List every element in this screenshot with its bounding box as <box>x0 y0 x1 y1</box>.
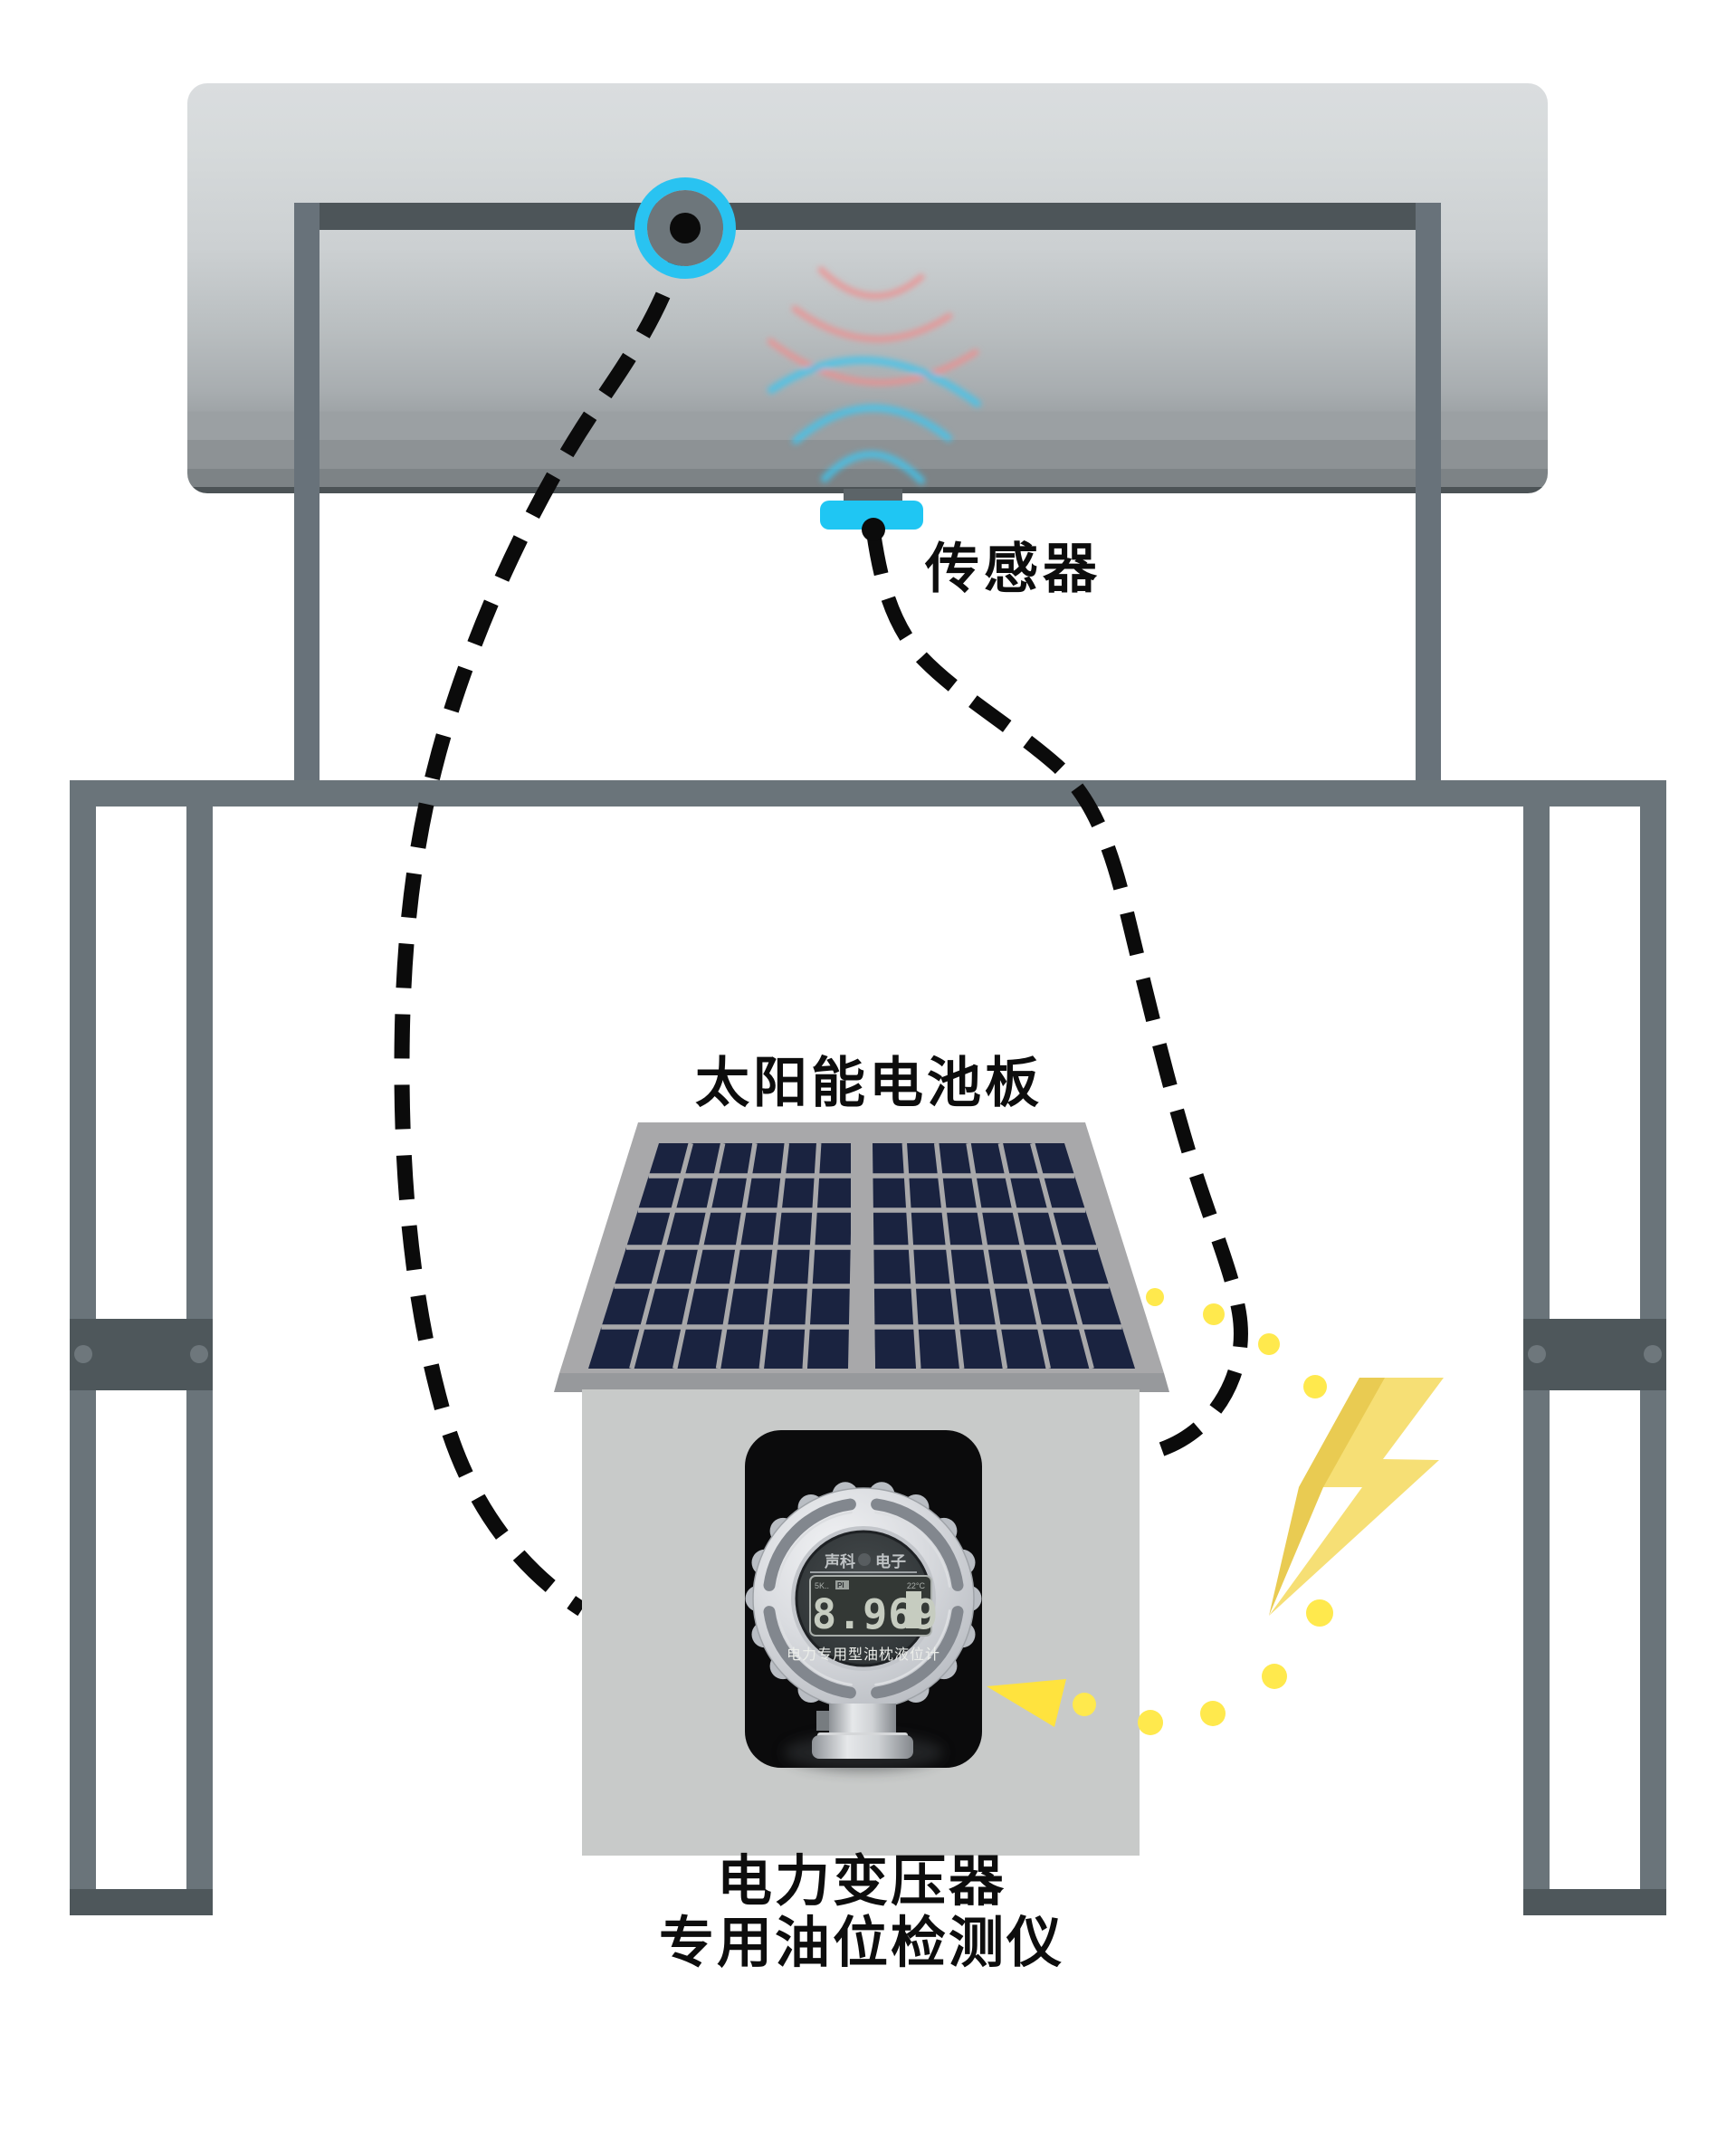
wave-arc <box>821 451 925 484</box>
lower-frame <box>70 780 1666 1915</box>
lcd-marker-badge: PI <box>837 1581 844 1589</box>
wave-arc <box>791 305 953 342</box>
device-label-line1: 电力变压器 <box>716 1850 1006 1912</box>
lower-beam <box>70 780 1666 807</box>
energy-dot <box>1073 1693 1096 1716</box>
energy-dots <box>1073 1288 1333 1735</box>
rivet <box>1644 1345 1662 1363</box>
upper-beam <box>307 203 1428 230</box>
connector-dot <box>670 213 701 243</box>
lcd-badge-bg <box>835 1580 849 1589</box>
lightning-bolt-icon <box>1269 1378 1444 1616</box>
upper-post-right <box>1416 203 1441 780</box>
sensor-stub <box>844 489 902 503</box>
wave-red-arcs <box>767 266 979 387</box>
energy-dot <box>1262 1664 1287 1689</box>
lcd-marker-temp: 22°C <box>907 1581 926 1590</box>
wave-arc <box>817 266 925 300</box>
wave-cyan-arcs <box>768 356 981 484</box>
cables <box>394 226 1248 1617</box>
energy-dot <box>1146 1288 1164 1306</box>
bolt-bevel-upper <box>1299 1378 1385 1487</box>
wave-arc <box>767 338 979 387</box>
lcd-cursor-block <box>906 1591 921 1628</box>
lcd-panel <box>809 1575 932 1637</box>
connector-ring <box>634 177 736 279</box>
arrow-left-icon <box>987 1679 1066 1727</box>
foot-left <box>70 1889 213 1915</box>
solar-panel <box>554 1122 1169 1392</box>
sensor-cable-dot <box>862 518 885 541</box>
solar-panel-label: 太阳能电池板 <box>695 1053 1043 1113</box>
solar-panel-skirt <box>554 1373 1169 1392</box>
wave-arc <box>768 356 981 407</box>
gauge-brand-left: 声科 <box>824 1552 855 1570</box>
sensor <box>820 489 923 541</box>
solar-cells-left <box>588 1143 851 1369</box>
gauge-groove-highlight <box>776 1511 951 1686</box>
bolt-body <box>1269 1378 1444 1616</box>
solar-grid-right-verticals <box>901 1142 1094 1370</box>
cable-right <box>866 530 1248 1463</box>
sensor-body <box>820 501 923 530</box>
wave-arc <box>792 404 952 444</box>
sensor-label: 传感器 <box>925 539 1102 599</box>
gauge-neck <box>829 1704 896 1738</box>
gauge-model-text: 电力专用型油枕液位计 <box>787 1646 940 1663</box>
tank-connector <box>634 177 736 279</box>
solar-grid-left-verticals <box>629 1142 822 1370</box>
energy-dot <box>1138 1710 1163 1735</box>
device-label: 电力变压器 专用油位检测仪 <box>545 1850 1178 1973</box>
gauge-flange <box>812 1735 913 1759</box>
energy-dot <box>1258 1333 1280 1355</box>
gauge-brand-right: 电子 <box>875 1552 906 1570</box>
device-label-line2: 专用油位检测仪 <box>658 1912 1064 1973</box>
oil-level-gauge: 声科 电子 5K.. PI 22°C 8.969 电力专用型油枕液位计 <box>745 1482 982 1759</box>
foot-right <box>1523 1889 1666 1915</box>
energy-dot <box>1203 1303 1225 1325</box>
bracket-left <box>70 1319 213 1390</box>
rivet <box>1528 1345 1546 1363</box>
bolt-bevel-lower <box>1269 1487 1323 1616</box>
rivet <box>74 1345 92 1363</box>
energy-dot <box>1306 1599 1333 1627</box>
energy-dot <box>1303 1375 1327 1398</box>
ultrasonic-waves-icon <box>767 266 981 484</box>
solar-panel-divider <box>848 1143 875 1369</box>
solar-cells <box>588 1143 1135 1369</box>
rivet <box>190 1345 208 1363</box>
energy-dot <box>1200 1701 1226 1726</box>
upper-post-left <box>294 203 320 780</box>
oil-tank <box>187 83 1548 493</box>
lcd-marker-left: 5K.. <box>815 1581 829 1590</box>
gauge-side-tab <box>816 1711 831 1731</box>
gauge-logo-icon <box>858 1553 871 1566</box>
solar-cells-right <box>873 1143 1135 1369</box>
bracket-right <box>1523 1319 1666 1390</box>
gauge-groove-ring <box>763 1498 964 1699</box>
